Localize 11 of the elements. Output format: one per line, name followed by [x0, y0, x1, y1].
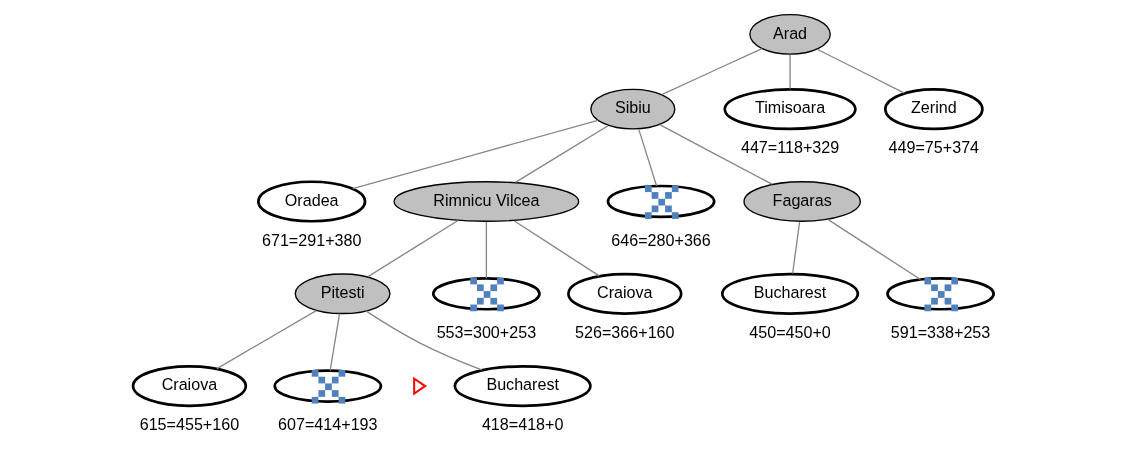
node-label: 591=338+253: [890, 322, 991, 341]
node-label: 607=414+193: [278, 414, 378, 433]
node-label: 447=118+329: [740, 137, 840, 156]
node-label: 671=291+380: [261, 230, 362, 249]
node-label: 553=300+253: [436, 322, 537, 341]
node-label: 449=75+374: [888, 137, 980, 156]
node-label: 646=280+366: [611, 230, 711, 249]
node-label: 615=455+160: [139, 414, 240, 433]
node-label: 526=366+160: [575, 322, 675, 341]
node-label: 450=450+0: [749, 322, 831, 341]
node-label: 418=418+0: [481, 414, 564, 433]
